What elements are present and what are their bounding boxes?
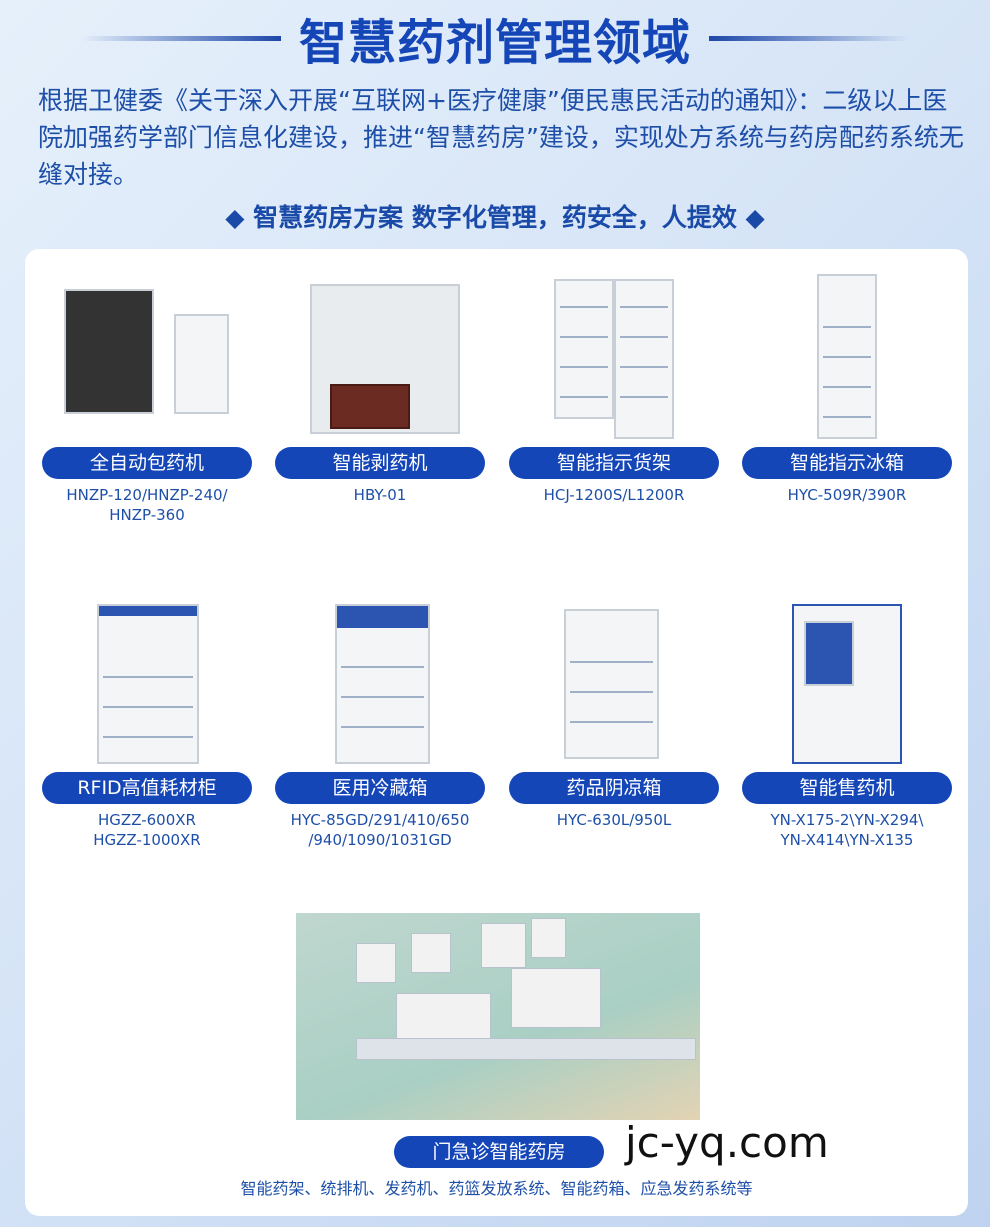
product-name[interactable]: 医用冷藏箱 xyxy=(275,772,485,804)
product-item[interactable]: 药品阴凉箱 HYC-630L/950L xyxy=(509,584,719,830)
product-item[interactable]: 智能指示货架 HCJ-1200S/L1200R xyxy=(509,259,719,505)
page-title: 智慧药剂管理领域 xyxy=(298,15,691,71)
pharmacy-caption: 智能药架、统排机、发药机、药篮发放系统、智能药箱、应急发药系统等 xyxy=(240,1179,753,1198)
product-image xyxy=(742,259,952,439)
product-model: HYC-509R/390R xyxy=(787,486,907,504)
product-name[interactable]: 智能指示货架 xyxy=(509,447,719,479)
product-card: 全自动包药机 HNZP-120/HNZP-240/ HNZP-360 智能剥药机… xyxy=(25,249,968,1216)
title-row: 智慧药剂管理领域 xyxy=(0,8,990,71)
product-model: HGZZ-600XR HGZZ-1000XR xyxy=(93,811,201,849)
product-image xyxy=(42,584,252,764)
product-item[interactable]: 智能指示冰箱 HYC-509R/390R xyxy=(742,259,952,505)
product-image xyxy=(275,259,485,439)
product-item[interactable]: 智能剥药机 HBY-01 xyxy=(275,259,485,505)
pharmacy-rendering xyxy=(296,913,700,1120)
product-name[interactable]: 智能指示冰箱 xyxy=(742,447,952,479)
product-model: HNZP-120/HNZP-240/ HNZP-360 xyxy=(66,486,228,524)
product-image xyxy=(42,259,252,439)
product-item[interactable]: RFID高值耗材柜 HGZZ-600XR HGZZ-1000XR xyxy=(42,584,252,850)
product-image xyxy=(509,259,719,439)
watermark: jc-yq.com xyxy=(625,1118,829,1167)
product-item[interactable]: 医用冷藏箱 HYC-85GD/291/410/650 /940/1090/103… xyxy=(275,584,485,850)
slogan: ◆ 智慧药房方案 数字化管理，药安全，人提效 ◆ xyxy=(225,203,765,232)
product-name[interactable]: RFID高值耗材柜 xyxy=(42,772,252,804)
product-model: HBY-01 xyxy=(353,486,407,504)
product-image xyxy=(742,584,952,764)
product-name[interactable]: 全自动包药机 xyxy=(42,447,252,479)
divider xyxy=(709,35,909,41)
product-model: YN-X175-2\YN-X294\ YN-X414\YN-X135 xyxy=(770,811,924,849)
pharmacy-label[interactable]: 门急诊智能药房 xyxy=(394,1136,604,1168)
product-item[interactable]: 全自动包药机 HNZP-120/HNZP-240/ HNZP-360 xyxy=(42,259,252,525)
product-name[interactable]: 智能售药机 xyxy=(742,772,952,804)
product-model: HYC-85GD/291/410/650 /940/1090/1031GD xyxy=(290,811,470,849)
product-item[interactable]: 智能售药机 YN-X175-2\YN-X294\ YN-X414\YN-X135 xyxy=(742,584,952,850)
product-name[interactable]: 药品阴凉箱 xyxy=(509,772,719,804)
product-model: HYC-630L/950L xyxy=(556,811,672,829)
intro-text: 根据卫健委《关于深入开展“互联网+医疗健康”便民惠民活动的通知》：二级以上医院加… xyxy=(38,86,964,189)
divider xyxy=(80,35,281,41)
product-name[interactable]: 智能剥药机 xyxy=(275,447,485,479)
product-model: HCJ-1200S/L1200R xyxy=(543,486,685,504)
product-image xyxy=(275,584,485,764)
product-image xyxy=(509,584,719,764)
